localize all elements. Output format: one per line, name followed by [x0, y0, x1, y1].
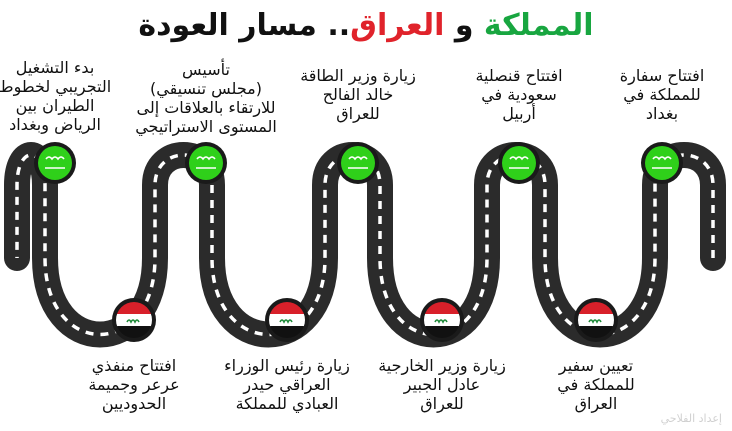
saudi-flag-marker	[498, 142, 540, 184]
iraq-flag-marker	[112, 298, 156, 342]
saudi-flag-marker	[641, 142, 683, 184]
bottom-milestone-label: تعيين سفير للمملكة في العراق	[557, 356, 635, 413]
credit-text: إعداد الفلاحي	[660, 412, 722, 425]
top-milestone-label: بدء التشغيل التجريبي لخطوط الطيران بين ا…	[0, 58, 112, 134]
saudi-flag-marker	[337, 142, 379, 184]
iraq-flag-marker	[574, 298, 618, 342]
top-milestone-label: افتتاح قنصلية سعودية في أربيل	[475, 66, 563, 123]
saudi-flag-marker	[34, 142, 76, 184]
title-and: و	[444, 8, 484, 43]
bottom-milestone-label: زيارة وزير الخارجية عادل الجبير للعراق	[378, 356, 506, 413]
bottom-milestone-label: زيارة رئيس الوزراء العراقي حيدر العبادي …	[224, 356, 350, 413]
iraq-flag-marker	[265, 298, 309, 342]
title-path: .. مسار العودة	[138, 8, 351, 43]
milestone-markers	[34, 142, 683, 342]
iraq-flag-marker	[420, 298, 464, 342]
saudi-flag-marker	[185, 142, 227, 184]
top-milestone-label: زيارة وزير الطاقة خالد الفالح للعراق	[300, 66, 416, 123]
top-milestone-label: افتتاح سفارة للمملكة في بغداد	[619, 66, 705, 123]
top-milestone-label: تأسيس (مجلس تنسيقي) للارتقاء بالعلاقات إ…	[135, 60, 277, 136]
page-title: المملكة و العراق.. مسار العودة	[0, 6, 732, 46]
title-iraq: العراق	[350, 8, 445, 43]
bottom-milestone-label: افتتاح منفذي عرعر وجميمة الحدوديين	[88, 356, 180, 413]
title-saudi: المملكة	[483, 8, 594, 43]
